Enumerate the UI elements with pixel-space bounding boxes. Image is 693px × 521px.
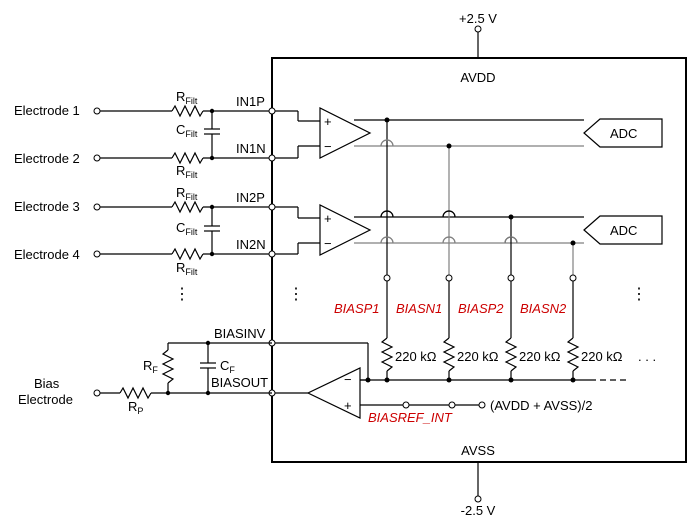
bias-electrode-label-1: Bias	[34, 376, 60, 391]
rfilt-label-2: RFilt	[176, 163, 198, 180]
svg-text:RF: RF	[143, 358, 158, 375]
electrode-1-label: Electrode 1	[14, 103, 80, 118]
pin-in1p: IN1P	[236, 94, 265, 109]
svg-text:RFilt: RFilt	[176, 163, 198, 180]
top-supply-voltage: +2.5 V	[459, 11, 497, 26]
pin-in2n: IN2N	[236, 237, 266, 252]
svg-text:−: −	[344, 372, 352, 387]
electrode-2-label: Electrode 2	[14, 151, 80, 166]
cf-label: CF	[220, 358, 235, 375]
svg-text:−: −	[324, 139, 332, 154]
resistor-value-2: 220 kΩ	[457, 349, 499, 364]
resistor-value-4: 220 kΩ	[581, 349, 623, 364]
resistor-value-1: 220 kΩ	[395, 349, 437, 364]
reference-formula: (AVDD + AVSS)/2	[490, 398, 592, 413]
pin-biasout: BIASOUT	[211, 375, 268, 390]
pga-1	[319, 107, 372, 159]
avdd-label: AVDD	[460, 70, 495, 85]
bias-electrode-label-2: Electrode	[18, 392, 73, 407]
svg-text:CF: CF	[220, 358, 235, 375]
bias-amplifier	[306, 367, 361, 419]
svg-text:+: +	[344, 398, 352, 413]
pin-in2p: IN2P	[236, 190, 265, 205]
electrode-3-label: Electrode 3	[14, 199, 80, 214]
svg-text:RP: RP	[128, 399, 143, 416]
svg-text:+: +	[324, 114, 332, 129]
avss-label: AVSS	[461, 443, 495, 458]
bias-label-biasn1: BIASN1	[396, 301, 442, 316]
rfilt-label-4: RFilt	[176, 260, 198, 277]
svg-text:CFilt: CFilt	[176, 220, 198, 237]
svg-text:RFilt: RFilt	[176, 260, 198, 277]
biasref-int-label: BIASREF_INT	[368, 410, 453, 425]
chip-boundary	[271, 57, 687, 463]
svg-text:ADC: ADC	[610, 126, 637, 141]
bias-label-biasp2: BIASP2	[458, 301, 504, 316]
pin-biasinv: BIASINV	[214, 326, 266, 341]
svg-text:−: −	[324, 236, 332, 251]
rfilt-label-3: RFilt	[176, 185, 198, 202]
electrode-continuation-dots: ⋮	[174, 286, 190, 303]
channel-continuation-dots: ⋮	[631, 286, 647, 303]
pga-2	[319, 204, 372, 256]
cfilt-label-2: CFilt	[176, 220, 198, 237]
svg-text:RFilt: RFilt	[176, 185, 198, 202]
rf-label: RF	[143, 358, 158, 375]
bottom-supply-voltage: -2.5 V	[461, 503, 496, 518]
svg-text:+: +	[324, 211, 332, 226]
bias-label-biasp1: BIASP1	[334, 301, 380, 316]
rfilt-label-1: RFilt	[176, 89, 198, 106]
electrode-4-label: Electrode 4	[14, 247, 80, 262]
adc-2	[583, 215, 663, 245]
cfilt-label-1: CFilt	[176, 122, 198, 139]
svg-text:ADC: ADC	[610, 223, 637, 238]
adc-1	[583, 118, 663, 148]
pin-in1n: IN1N	[236, 141, 266, 156]
rp-label: RP	[128, 399, 143, 416]
pin-continuation-dots: ⋮	[288, 286, 304, 303]
resistor-continuation-dots: . . .	[638, 349, 656, 364]
svg-text:CFilt: CFilt	[176, 122, 198, 139]
bias-label-biasn2: BIASN2	[520, 301, 567, 316]
svg-text:RFilt: RFilt	[176, 89, 198, 106]
resistor-value-3: 220 kΩ	[519, 349, 561, 364]
